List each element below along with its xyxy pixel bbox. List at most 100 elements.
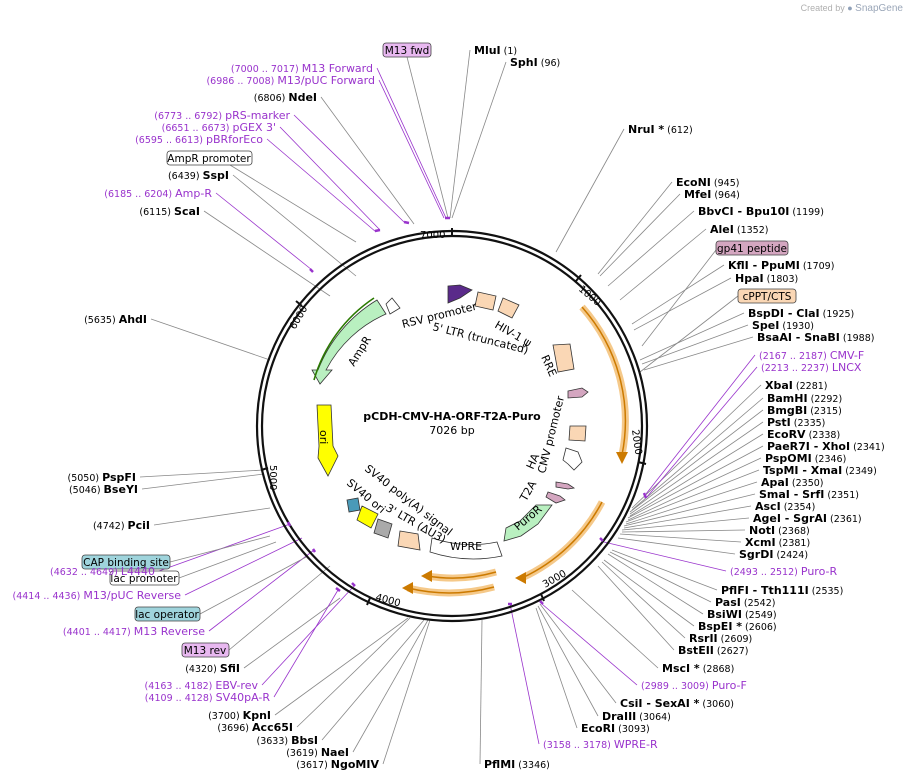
site-leader-line <box>631 384 762 509</box>
primer-name: Amp-R <box>175 187 212 200</box>
label-cmv-promoter: CMV promoter <box>535 394 567 474</box>
primer-range: (6986 .. 7008) <box>206 76 277 87</box>
primer-name: LNCX <box>832 361 862 374</box>
primer-leader-line <box>208 549 315 632</box>
site-leader-line <box>555 128 625 253</box>
site-position: (2292) <box>808 394 843 405</box>
site-position: (2606) <box>742 622 777 633</box>
primer-label: (4401 .. 4417) M13 Reverse <box>63 625 205 638</box>
boxed-labels: M13 fwd AmpR promoter gp41 peptide cPPT/… <box>81 42 797 658</box>
site-name: BspDI <box>748 307 784 320</box>
hiv-psi-box <box>497 297 520 319</box>
site-bsaai: BsaAI - SnaBI (1988) <box>757 331 874 344</box>
primer-leader-line <box>279 126 381 231</box>
site-leader-line <box>639 312 745 361</box>
site-position: (3700) <box>208 711 243 722</box>
site-position: (2346) <box>812 454 847 465</box>
primer-name: L4440 <box>121 565 155 578</box>
site-leader-line <box>627 457 762 521</box>
site-kfli: KflI - PpuMI (1709) <box>728 259 834 272</box>
primer-leader-line <box>376 67 447 219</box>
site-label: BspDI - ClaI (1925) <box>748 307 854 320</box>
site-label: PaeR7I - XhoI (2341) <box>767 440 885 453</box>
primer-name: pRS-marker <box>225 109 290 122</box>
primer-range: (6773 .. 6792) <box>154 111 225 122</box>
primer-range: (2493 .. 2512) <box>730 567 801 578</box>
primer-marks <box>286 216 648 606</box>
site-position: (1803) <box>764 274 799 285</box>
primer-label: (2989 .. 3009) Puro-F <box>641 679 747 692</box>
site-econi: EcoNI (945) <box>676 176 739 189</box>
primer-labels: (7000 .. 7017) M13 Forward(6986 .. 7008)… <box>13 62 865 751</box>
site-position: (964) <box>711 190 740 201</box>
site-position: (2368) <box>775 526 810 537</box>
site-name: EcoRV <box>767 428 806 441</box>
site-name: SmaI <box>759 488 790 501</box>
sv40ori-box <box>356 505 379 529</box>
site-label: XcmI (2381) <box>745 536 810 549</box>
site-pasi: PasI (2542) <box>715 596 775 609</box>
site-name: BsiWI <box>707 608 742 621</box>
site-label: DraIII (3064) <box>602 710 671 723</box>
site-label: (3633) BbsI <box>256 734 318 747</box>
site-name: AhdI <box>119 313 147 326</box>
orf-arcs <box>402 304 629 597</box>
site-label: BsiWI (2549) <box>707 608 777 621</box>
primer-leader-line <box>266 138 377 233</box>
site-sgrdi: SgrDI (2424) <box>739 548 808 561</box>
site-leader-line <box>539 603 617 704</box>
site-label: PspOMI (2346) <box>765 452 846 465</box>
site-leader-line <box>623 505 752 529</box>
primer-name: M13 Forward <box>302 62 373 75</box>
box-lac-operator: lac operator <box>135 609 199 621</box>
primer-leader-line <box>645 354 756 495</box>
site-pspomi: PspOMI (2346) <box>765 452 846 465</box>
site-pspfi: (5050) PspFI <box>67 471 136 484</box>
site-position: (2341) <box>850 442 885 453</box>
site-label: PstI (2335) <box>767 416 825 429</box>
primer-range: (3158 .. 3178) <box>543 740 614 751</box>
site-hpai: HpaI (1803) <box>735 272 798 285</box>
site-name: BstEII <box>678 644 714 657</box>
primer-m13forward: (7000 .. 7017) M13 Forward <box>231 62 373 75</box>
site-position: (2354) <box>781 502 816 513</box>
site-name: AleI <box>710 223 734 236</box>
site-bmgbi: BmgBI (2315) <box>767 404 842 417</box>
primer-sv40par: (4109 .. 4128) SV40pA-R <box>145 691 271 704</box>
primer-leader-line <box>603 541 727 572</box>
snapgene-credit: Created by ● SnapGene <box>801 3 903 14</box>
site-name: BspEI * <box>698 620 742 633</box>
site-ecorv: EcoRV (2338) <box>767 428 840 441</box>
site-name: KflI <box>728 259 749 272</box>
site-position: (1199) <box>789 207 824 218</box>
site-label: TspMI - XmaI (2349) <box>763 464 877 477</box>
primer-label: (6773 .. 6792) pRS-marker <box>154 109 290 122</box>
site-bbsi: (3633) BbsI <box>256 734 318 747</box>
site-name: SpeI <box>752 319 779 332</box>
primer-range: (4414 .. 4436) <box>13 591 84 602</box>
label-ori: ori <box>317 430 330 444</box>
site-position: (3696) <box>217 723 252 734</box>
site-name2: - XhoI <box>810 440 850 453</box>
site-kpni: (3700) KpnI <box>208 709 271 722</box>
site-name2: - SrfI <box>790 488 824 501</box>
site-name: PaeR7I <box>767 440 810 453</box>
t2a-arrow <box>545 491 566 504</box>
site-tspmi: TspMI - XmaI (2349) <box>763 464 877 477</box>
label-wpre: WPRE <box>450 540 482 553</box>
site-name2: - Tth111I <box>749 584 809 597</box>
box-gp41-peptide: gp41 peptide <box>717 243 787 255</box>
site-label: BstEII (2627) <box>678 644 749 657</box>
primer-name: M13 Reverse <box>134 625 205 638</box>
primer-pgex3: (6651 .. 6673) pGEX 3' <box>162 121 276 134</box>
primer-leader-line <box>645 366 758 499</box>
primer-name: M13/pUC Reverse <box>83 589 181 602</box>
rsv-promoter-arrow <box>447 284 473 304</box>
primer-range: (6651 .. 6673) <box>162 123 233 134</box>
site-name: BsaAI <box>757 331 792 344</box>
site-position: (612) <box>664 125 693 136</box>
site-leader-line <box>619 533 742 543</box>
site-nrui: NruI * (612) <box>628 123 693 136</box>
site-name: MscI * <box>662 662 700 675</box>
site-name2: - SexAI * <box>642 697 699 710</box>
